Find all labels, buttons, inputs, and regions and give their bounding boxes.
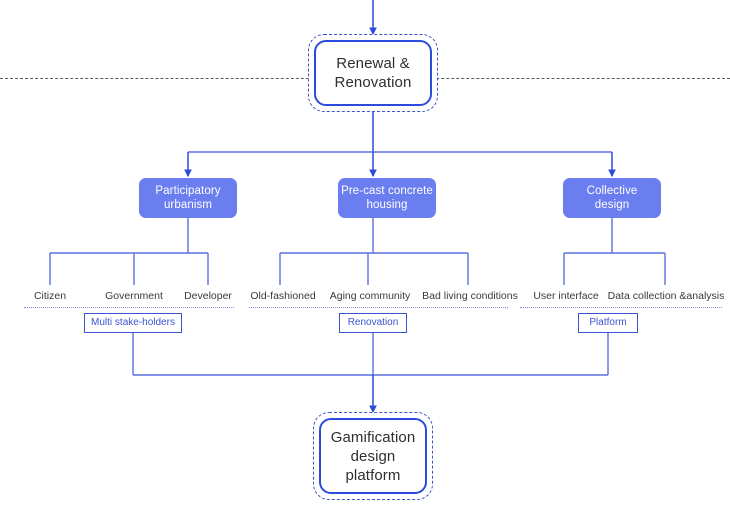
- node-collective-design[interactable]: Collective design: [563, 178, 661, 218]
- summary-renovation-label: Renovation: [347, 317, 399, 328]
- node-participatory-urbanism-line2: urbanism: [163, 199, 213, 211]
- node-renewal-renovation-line2: Renovation: [334, 74, 412, 91]
- node-gamification-design-platform-inner: Gamification design platform: [319, 418, 427, 494]
- leaf-data-collection-analysis: Data collection &analysis: [607, 290, 725, 302]
- summary-multi-stake-holders[interactable]: Multi stake-holders: [84, 313, 182, 333]
- node-precast-concrete-housing-line1: Pre-cast concrete: [341, 185, 433, 197]
- node-participatory-urbanism-line1: Participatory: [155, 185, 221, 197]
- leaf-citizen: Citizen: [33, 290, 67, 302]
- leaf-aging-community: Aging community: [329, 290, 411, 302]
- node-precast-concrete-housing[interactable]: Pre-cast concrete housing: [338, 178, 436, 218]
- summary-renovation[interactable]: Renovation: [339, 313, 407, 333]
- node-precast-concrete-housing-line2: housing: [366, 199, 408, 211]
- node-participatory-urbanism[interactable]: Participatory urbanism: [139, 178, 237, 218]
- node-renewal-renovation-line1: Renewal &: [336, 55, 410, 72]
- dotted-separator-group-3: [520, 307, 722, 308]
- node-renewal-renovation-label: Renewal & Renovation: [335, 54, 412, 92]
- node-gamification-design-platform[interactable]: Gamification design platform: [313, 412, 433, 500]
- leaf-old-fashioned: Old-fashioned: [250, 290, 316, 302]
- summary-platform[interactable]: Platform: [578, 313, 638, 333]
- node-precast-concrete-housing-label: Pre-cast concrete housing: [341, 184, 433, 212]
- node-collective-design-label: Collective design: [587, 184, 638, 212]
- node-gamification-design-platform-label: Gamification design platform: [331, 428, 416, 485]
- node-collective-design-line2: design: [594, 199, 630, 211]
- leaf-developer: Developer: [184, 290, 232, 302]
- node-renewal-renovation[interactable]: Renewal & Renovation: [308, 34, 438, 112]
- summary-multi-stake-holders-label: Multi stake-holders: [91, 317, 175, 328]
- node-participatory-urbanism-label: Participatory urbanism: [155, 184, 220, 212]
- leaf-user-interface: User interface: [533, 290, 599, 302]
- dotted-separator-group-1: [24, 307, 234, 308]
- node-collective-design-line1: Collective: [586, 185, 638, 197]
- leaf-bad-living-conditions: Bad living conditions: [422, 290, 518, 302]
- leaf-government: Government: [105, 290, 163, 302]
- node-renewal-renovation-inner: Renewal & Renovation: [314, 40, 432, 106]
- dotted-separator-group-2: [249, 307, 508, 308]
- node-gamification-line3: platform: [345, 466, 401, 484]
- node-gamification-line2: design: [350, 447, 396, 465]
- summary-platform-label: Platform: [589, 317, 627, 328]
- node-gamification-line1: Gamification: [330, 428, 416, 446]
